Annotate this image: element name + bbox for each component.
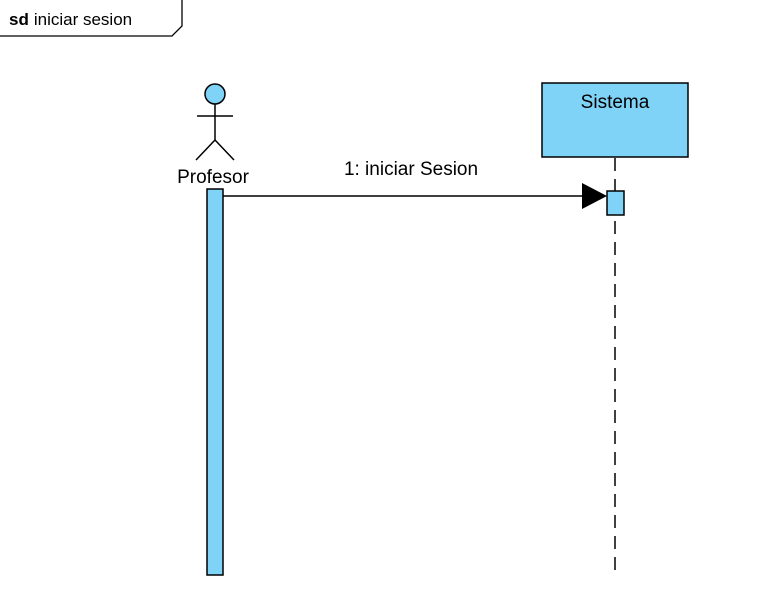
synchronous-arrowhead-icon	[582, 183, 607, 209]
stick-figure-actor-icon	[195, 83, 235, 161]
frame-title: sd iniciar sesion	[9, 10, 132, 29]
lifeline-head-box[interactable]	[541, 82, 689, 158]
message-label: 1: iniciar Sesion	[344, 159, 478, 180]
actor-activation-bar[interactable]	[206, 188, 224, 576]
frame-keyword: sd	[9, 10, 29, 29]
frame-tab-outline	[0, 0, 183, 37]
lifeline-activation-bar[interactable]	[606, 190, 625, 216]
lifeline-name: Sistema	[581, 92, 650, 113]
frame-name: iniciar sesion	[34, 10, 132, 29]
actor-profesor[interactable]: Profesor	[177, 83, 250, 576]
frame-tab: sd iniciar sesion	[0, 0, 183, 37]
message-iniciar-sesion[interactable]: 1: iniciar Sesion	[223, 159, 607, 209]
actor-name: Profesor	[177, 167, 249, 188]
lifeline-sistema[interactable]: Sistema	[541, 82, 689, 578]
